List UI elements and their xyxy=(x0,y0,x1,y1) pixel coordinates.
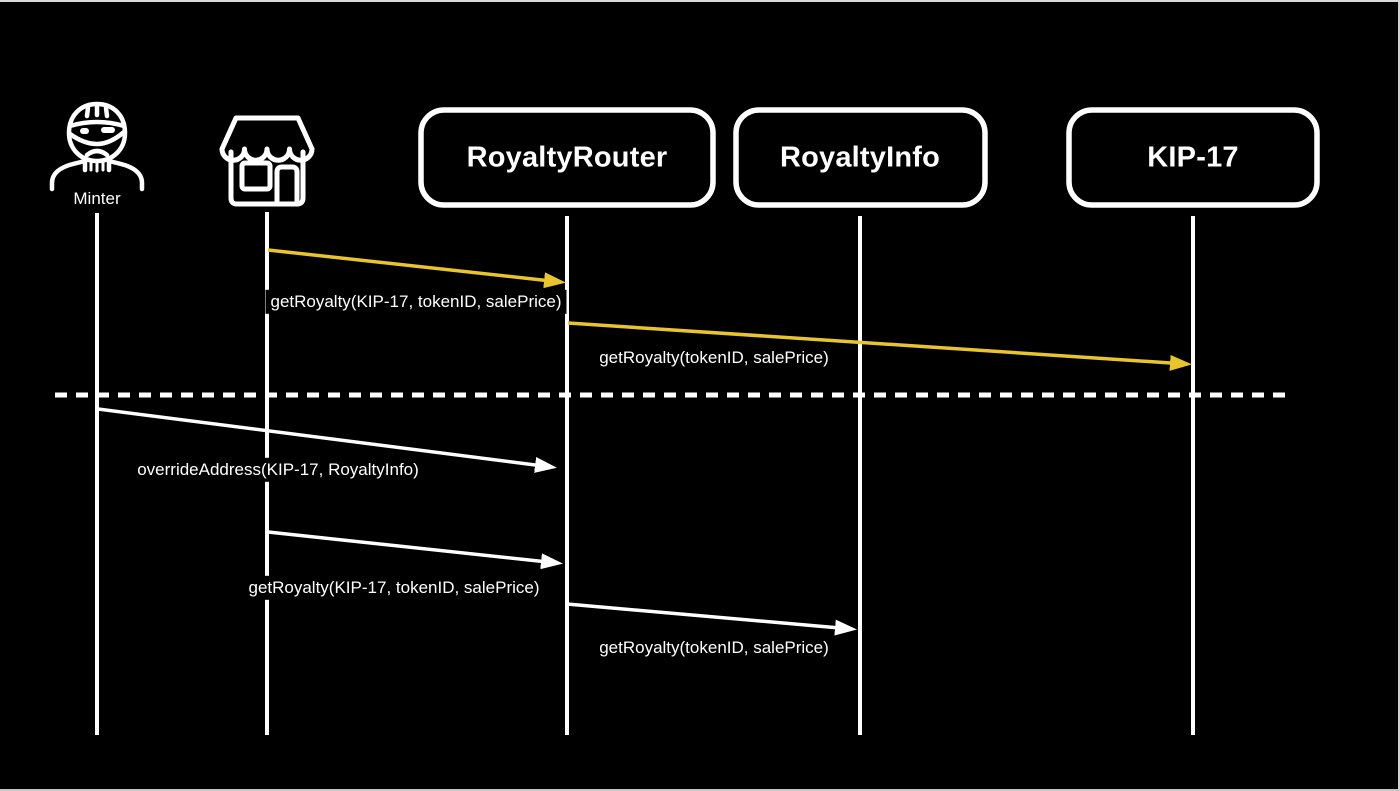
message-label-getroyalty-3: getRoyalty(KIP-17, tokenID, salePrice) xyxy=(243,575,545,601)
royalty-info-title: RoyaltyInfo xyxy=(779,141,941,174)
message-label-getroyalty-4: getRoyalty(tokenID, salePrice) xyxy=(594,635,834,661)
royalty-router-title: RoyaltyRouter xyxy=(466,141,668,174)
message-label-overrideaddress: overrideAddress(KIP-17, RoyaltyInfo) xyxy=(132,457,424,483)
arrow-getroyalty-marketplace-to-router xyxy=(267,248,566,289)
arrow-overrideaddress-minter-to-router xyxy=(97,407,557,473)
arrow-getroyalty2-marketplace-to-router xyxy=(267,530,563,570)
message-label-getroyalty-1: getRoyalty(KIP-17, tokenID, salePrice) xyxy=(265,289,567,315)
kip17-title: KIP-17 xyxy=(1147,141,1239,174)
arrow-getroyalty-router-to-info xyxy=(566,602,857,636)
kip17-box xyxy=(1066,107,1320,208)
minter-actor-label: Minter xyxy=(68,186,126,212)
robber-person-icon xyxy=(49,101,145,192)
royalty-router-box xyxy=(418,107,716,208)
royalty-info-box xyxy=(733,107,988,208)
storefront-icon xyxy=(219,115,315,207)
message-label-getroyalty-2: getRoyalty(tokenID, salePrice) xyxy=(594,345,834,371)
arrow-getroyalty-router-to-kip17 xyxy=(567,321,1192,371)
